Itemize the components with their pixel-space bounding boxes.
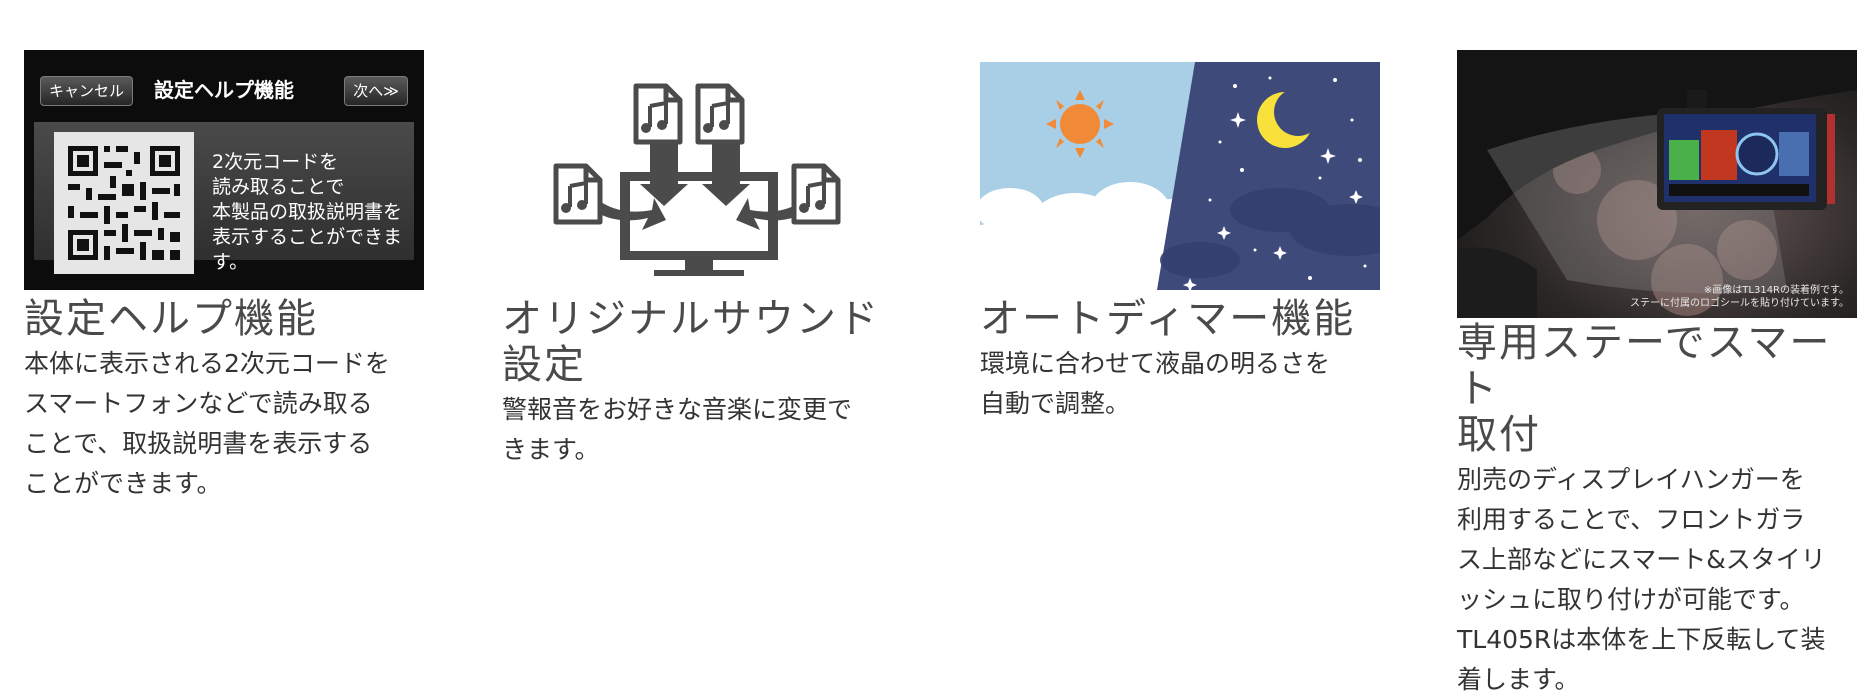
help-screen-title: 設定ヘルプ機能 (154, 78, 294, 102)
feature-title: オートディマー機能 (980, 296, 1356, 342)
help-screen-panel: 2次元コードを 読み取ることで 本製品の取扱説明書を 表示することができます。 (34, 122, 414, 274)
feature-description: 別売のディスプレイハンガーを 利用することで、フロントガラ ス上部などにスマート… (1457, 465, 1826, 694)
photo-note: ※画像はTL314Rの装着例です。 ステーに付属のロゴシールを貼り付けています。 (1630, 285, 1849, 309)
feature-card-dimmer: オートディマー機能 環境に合わせて液晶の明るさを 自動で調整。 (980, 50, 1380, 424)
feature-description: 警報音をお好きな音楽に変更で きます。 (502, 395, 853, 464)
next-button: 次へ≫ (344, 76, 408, 106)
feature-title: オリジナルサウンド 設定 (502, 296, 880, 388)
help-screen-toolbar: キャンセル 設定ヘルプ機能 次へ≫ (34, 76, 414, 106)
feature-description: 環境に合わせて液晶の明るさを 自動で調整。 (980, 349, 1331, 418)
feature-description: 本体に表示される2次元コードを スマートフォンなどで読み取る ことで、取扱説明書… (24, 349, 390, 498)
help-screen-text: 2次元コードを 読み取ることで 本製品の取扱説明書を 表示することができます。 (212, 151, 403, 273)
cancel-button: キャンセル (40, 76, 134, 106)
qr-code-icon (54, 132, 194, 274)
feature-card-help: キャンセル 設定ヘルプ機能 次へ≫ (24, 50, 424, 504)
mounted-device-photo: ※画像はTL314Rの装着例です。 ステーに付属のロゴシールを貼り付けています。 (1457, 50, 1857, 318)
feature-title: 設定ヘルプ機能 (24, 296, 318, 342)
feature-card-sound: オリジナルサウンド 設定 警報音をお好きな音楽に変更で きます。 (502, 50, 902, 470)
feature-card-mount: ※画像はTL314Rの装着例です。 ステーに付属のロゴシールを貼り付けています。… (1457, 50, 1857, 700)
help-screen-image: キャンセル 設定ヘルプ機能 次へ≫ (24, 50, 424, 290)
music-file-to-monitor-icon (502, 50, 902, 290)
day-night-icon (980, 50, 1380, 290)
feature-title: 専用ステーでスマート 取付 (1457, 320, 1832, 458)
